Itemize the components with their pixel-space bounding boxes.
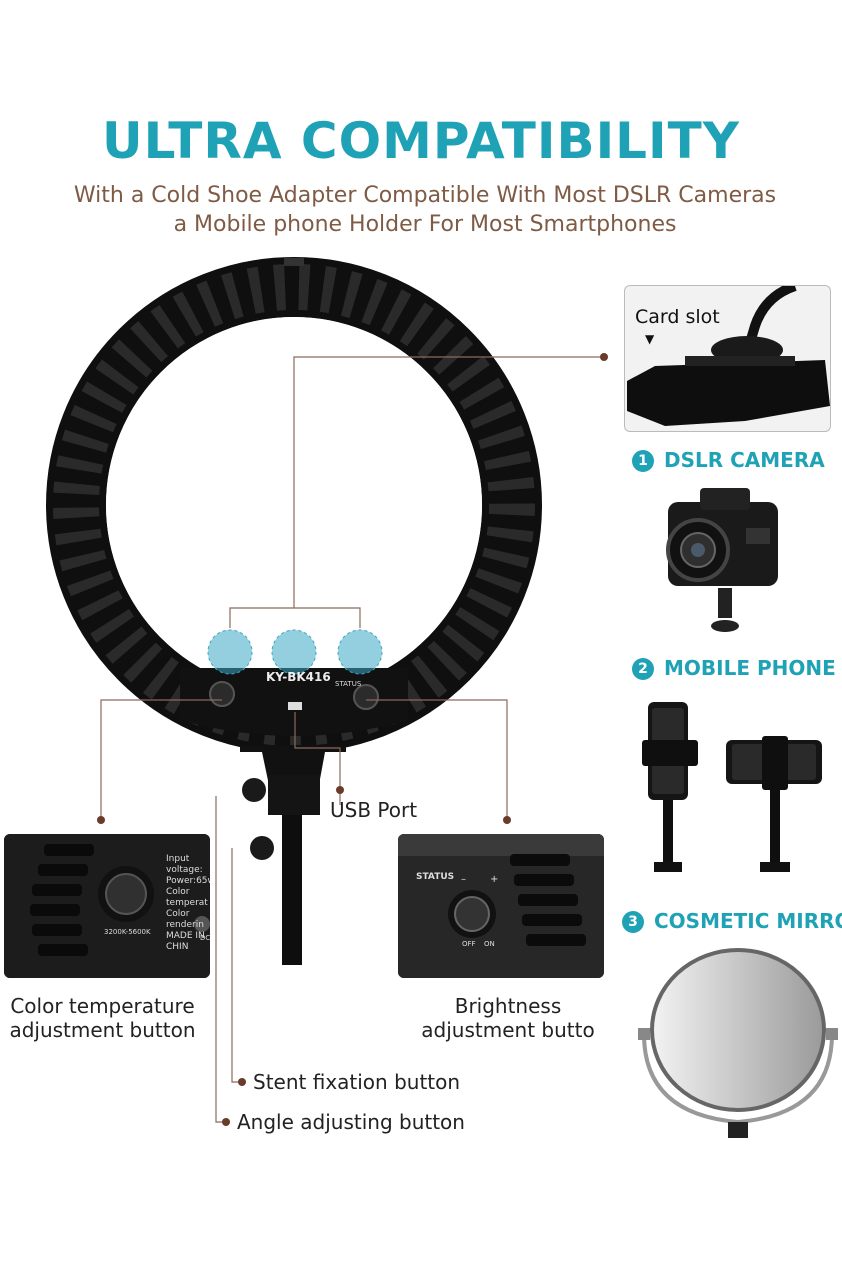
color-temp-label: Color temperature adjustment button bbox=[9, 994, 196, 1042]
switch-off-label: OFF bbox=[462, 940, 476, 948]
switch-on-label: ON bbox=[484, 940, 495, 948]
subtitle-line-2: a Mobile phone Holder For Most Smartphon… bbox=[173, 212, 677, 237]
page-title: ULTRA COMPATIBILITY bbox=[102, 112, 740, 170]
dslr-camera-image bbox=[666, 488, 778, 632]
color-temp-knob bbox=[209, 681, 235, 707]
ring-top-clip bbox=[284, 258, 304, 266]
down-arrow-icon: ▼ bbox=[645, 332, 655, 346]
stent-fixation-label: Stent fixation button bbox=[253, 1070, 461, 1094]
status-label: STATUS bbox=[416, 872, 455, 882]
model-label: KY-BK416 bbox=[266, 670, 331, 684]
fixation-knob bbox=[250, 836, 274, 860]
usb-port-icon bbox=[288, 702, 302, 710]
brightness-closeup-drawing: – + bbox=[398, 834, 604, 978]
color-temp-closeup: Input voltage: Power:65w Color temperat … bbox=[4, 834, 210, 978]
highlight-circle-center bbox=[271, 629, 317, 675]
highlight-circle-right bbox=[337, 629, 383, 675]
color-temp-closeup-drawing bbox=[4, 834, 210, 978]
svg-text:–: – bbox=[461, 874, 466, 885]
brightness-closeup: – + STATUS OFF ON bbox=[398, 834, 604, 978]
subtitle-line-1: With a Cold Shoe Adapter Compatible With… bbox=[73, 183, 777, 208]
brightness-knob bbox=[353, 684, 379, 710]
spec-text: Input voltage: Power:65w Color temperat … bbox=[166, 854, 210, 952]
highlight-circle-left bbox=[207, 629, 253, 675]
color-range-label: 3200K-5600K bbox=[104, 928, 151, 936]
stand-pole bbox=[282, 815, 302, 965]
angle-adjusting-label: Angle adjusting button bbox=[237, 1110, 465, 1134]
tilt-mount bbox=[268, 775, 320, 815]
cold-shoe-drawing bbox=[627, 286, 830, 426]
brightness-label: Brightness adjustment butto bbox=[421, 994, 595, 1042]
mobile-phone-holder-image bbox=[642, 702, 822, 872]
status-label-small: STATUS bbox=[335, 680, 362, 688]
usb-port-label: USB Port bbox=[330, 798, 418, 822]
card-slot-photo: Card slot ▼ bbox=[624, 285, 831, 432]
dc-label: DC bbox=[200, 934, 210, 942]
cosmetic-mirror-image bbox=[638, 948, 838, 1138]
card-slot-label: Card slot bbox=[635, 306, 720, 328]
svg-text:+: + bbox=[490, 874, 498, 885]
angle-knob bbox=[242, 778, 266, 802]
